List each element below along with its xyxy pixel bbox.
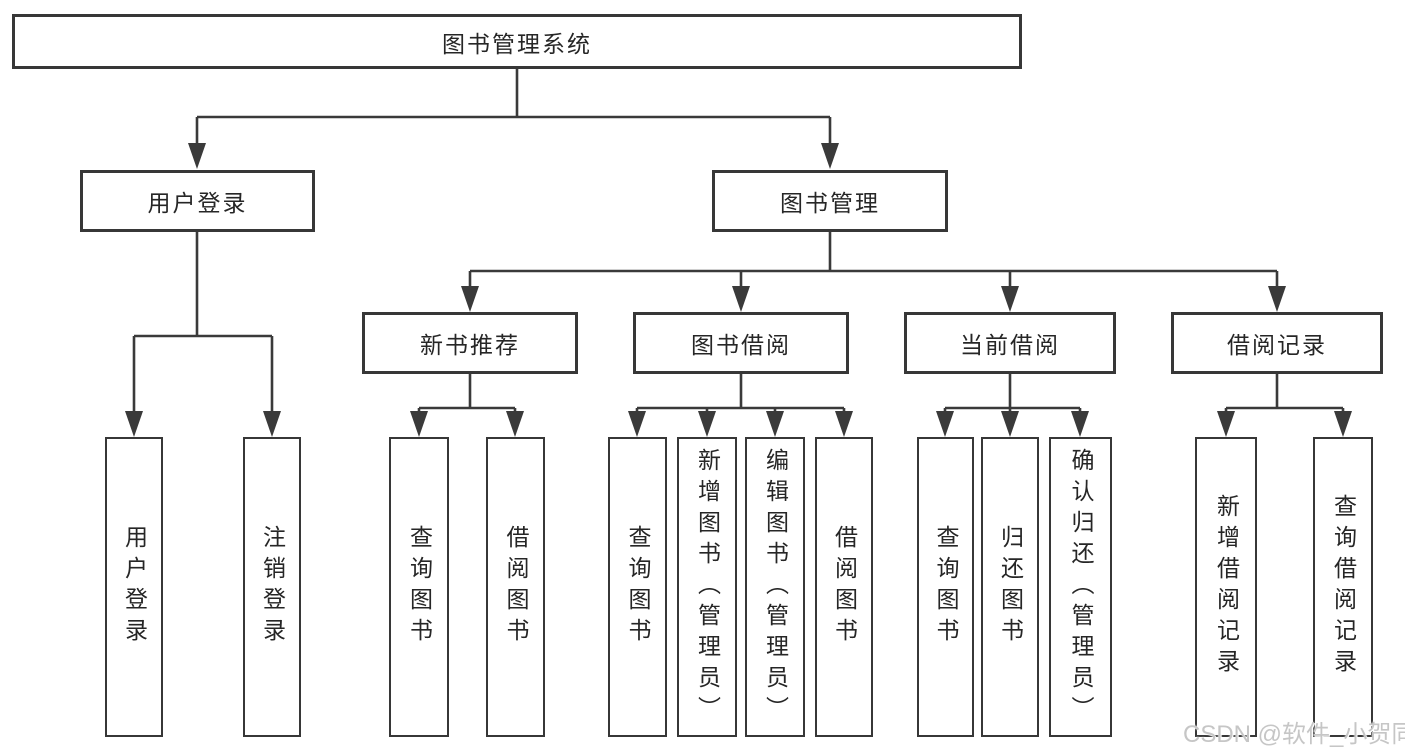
node-new-book-recommend-label: 新书推荐 [420,332,520,358]
leaf-borrow-books-recommend-label: 借阅图书 [503,525,529,649]
leaf-confirm-return-admin-label: 确认归还（管理员） [1068,447,1094,727]
leaf-query-books-recommend: 查询图书 [389,437,449,737]
leaf-edit-book-admin-label: 编辑图书（管理员） [762,447,789,727]
leaf-borrow-books-recommend: 借阅图书 [486,437,545,737]
leaf-query-borrow-record: 查询借阅记录 [1313,437,1373,737]
node-user-login-label: 用户登录 [147,190,248,216]
leaf-return-books: 归还图书 [981,437,1039,737]
node-book-borrow: 图书借阅 [633,312,849,374]
leaf-confirm-return-admin: 确认归还（管理员） [1049,437,1112,737]
leaf-logout: 注销登录 [243,437,301,737]
leaf-return-books-label: 归还图书 [997,525,1024,649]
leaf-query-borrow-record-label: 查询借阅记录 [1330,494,1357,680]
leaf-user-login-label: 用户登录 [121,525,148,649]
node-current-borrow: 当前借阅 [904,312,1116,374]
node-current-borrow-label: 当前借阅 [960,332,1060,358]
leaf-edit-book-admin: 编辑图书（管理员） [745,437,805,737]
node-borrow-records-label: 借阅记录 [1227,332,1327,358]
node-book-management: 图书管理 [712,170,948,232]
leaf-add-book-admin: 新增图书（管理员） [677,437,737,737]
leaf-add-borrow-record-label: 新增借阅记录 [1213,494,1240,680]
leaf-query-books-borrow-label: 查询图书 [625,525,651,649]
leaf-user-login: 用户登录 [105,437,163,737]
leaf-query-books-current-label: 查询图书 [933,525,959,649]
node-root: 图书管理系统 [12,14,1022,69]
leaf-borrow-books-borrow-label: 借阅图书 [831,525,858,649]
node-book-borrow-label: 图书借阅 [691,332,791,358]
node-root-label: 图书管理系统 [442,30,592,57]
node-borrow-records: 借阅记录 [1171,312,1383,374]
node-user-login: 用户登录 [80,170,315,232]
leaf-query-books-current: 查询图书 [917,437,974,737]
leaf-query-books-borrow: 查询图书 [608,437,667,737]
leaf-add-book-admin-label: 新增图书（管理员） [694,447,721,727]
arrowheads [125,143,1352,437]
csdn-watermark: CSDN @软件_小贺同学 [1183,721,1405,747]
node-book-management-label: 图书管理 [780,190,880,216]
leaf-add-borrow-record: 新增借阅记录 [1195,437,1257,737]
leaf-query-books-recommend-label: 查询图书 [406,525,433,649]
leaf-logout-label: 注销登录 [259,525,286,649]
leaf-borrow-books-borrow: 借阅图书 [815,437,873,737]
node-new-book-recommend: 新书推荐 [362,312,578,374]
